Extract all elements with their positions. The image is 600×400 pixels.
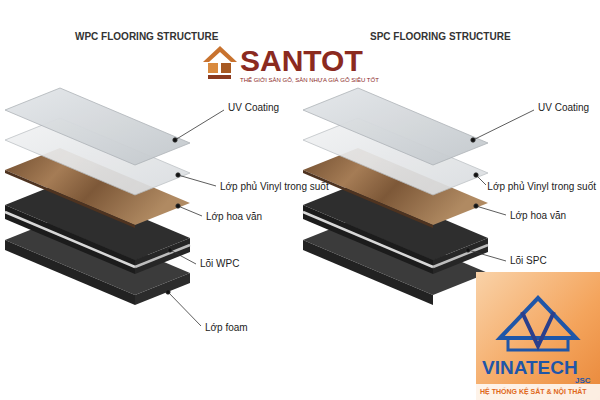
spc-layers xyxy=(303,88,488,305)
santot-icon xyxy=(203,46,237,79)
panel-title: SPC FLOORING STRUCTURE xyxy=(370,31,511,43)
watermark-suffix: JSC xyxy=(575,376,591,385)
watermark-brand: VINATECH xyxy=(482,357,578,379)
wpc-layers xyxy=(5,88,190,305)
layer-label: Lớp phủ Vinyl trong suốt xyxy=(220,181,329,193)
layer-label: UV Coating xyxy=(228,102,279,114)
layer-label: Lõi SPC xyxy=(510,255,547,267)
panel-title: WPC FLOORING STRUCTURE xyxy=(75,31,218,43)
brand-name: SANTOT xyxy=(240,44,363,79)
layer-label: UV Coating xyxy=(538,102,589,114)
layer-label: Lớp hoa văn xyxy=(510,210,566,222)
vinatech-logo xyxy=(476,272,600,400)
layer-label: Lõi WPC xyxy=(200,258,239,270)
layer-label: Lớp hoa văn xyxy=(206,211,262,223)
watermark-tagline: HỆ THỐNG KỆ SẮT & NỘI THẤT xyxy=(480,388,587,396)
layer-label: Lớp phủ Vinyl trong suốt xyxy=(487,181,596,193)
brand-tagline: THẾ GIỚI SÀN GỖ, SÀN NHỰA GIẢ GỖ SIÊU TỐ… xyxy=(240,77,379,84)
layer-label: Lớp foam xyxy=(205,322,248,334)
